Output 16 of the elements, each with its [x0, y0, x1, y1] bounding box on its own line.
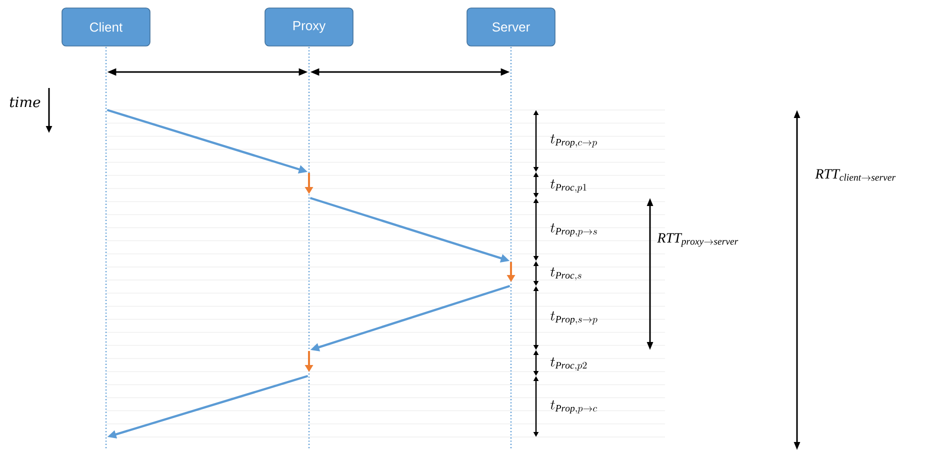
interval-label: $t_{\mathit{Prop},p\rightarrow c}$: [550, 400, 597, 414]
lifeline: [308, 47, 310, 450]
participant-box: Server: [466, 8, 556, 46]
interval-label: $\mathit{RTT}_{\mathit{proxy}\rightarrow \mathit{server}}$: [657, 233, 738, 247]
interval-label: $t_{\mathit{Proc},p2}$: [550, 357, 587, 370]
interval-label: $t_{\mathit{Prop},s\rightarrow p}$: [550, 311, 598, 325]
lifeline: [105, 47, 107, 450]
participant-box: Proxy: [264, 8, 354, 46]
axis-label: time: [10, 96, 40, 108]
interval-label: $t_{\mathit{Prop},p\rightarrow s}$: [550, 223, 597, 237]
interval-label: $t_{\mathit{Prop},c\rightarrow p}$: [550, 134, 597, 148]
interval-label: $t_{\mathit{Proc},s}$: [550, 267, 582, 280]
interval-label: $\mathit{RTT}_{\mathit{client}\rightarrow \mathit{server}}$: [815, 169, 896, 181]
lifeline: [510, 47, 512, 450]
interval-label: $t_{\mathit{Proc},p1}$: [550, 179, 586, 192]
participant-box: Client: [62, 8, 150, 46]
